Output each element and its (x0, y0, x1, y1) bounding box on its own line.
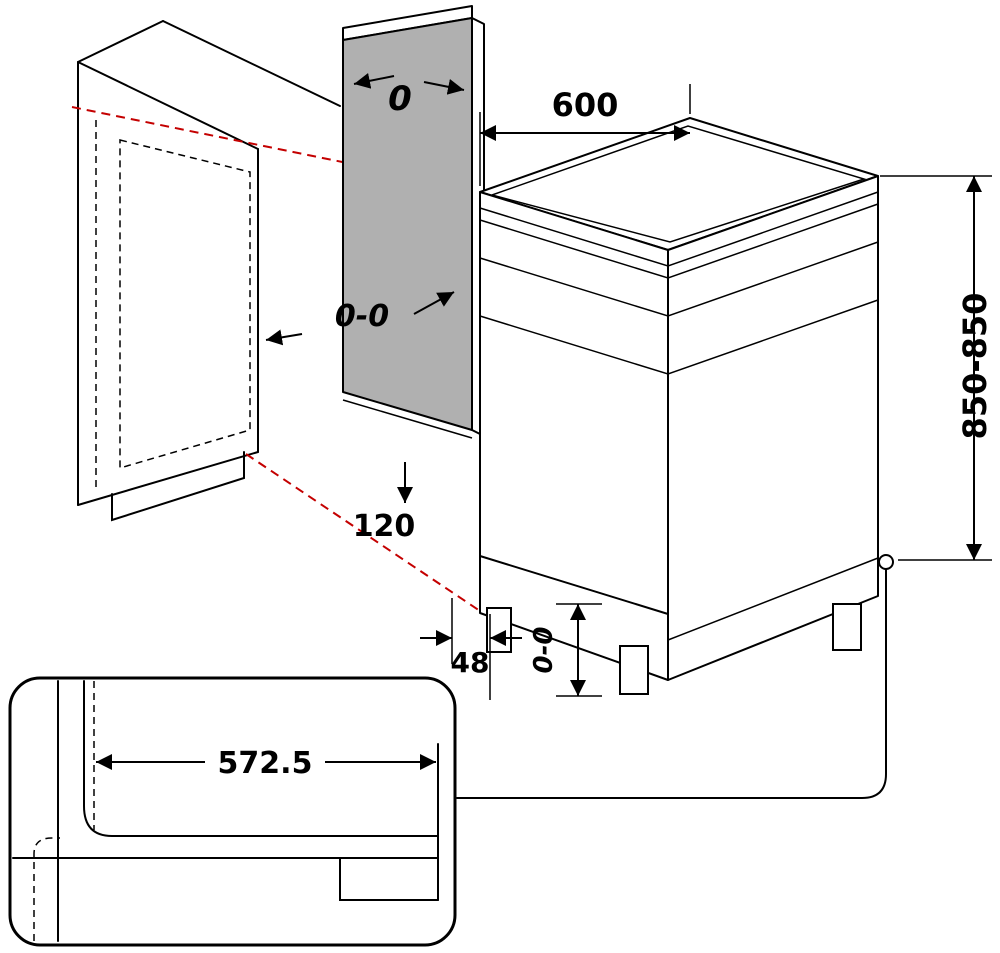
dimension-width: 600 (479, 84, 691, 186)
panel-gap-side-label: 0-0 (335, 299, 389, 334)
dimension-foot-offset: 48 (420, 598, 522, 700)
dimension-leveling: 0-0 (529, 603, 602, 697)
rear-foot (832, 603, 862, 651)
cabinet-toe-kick (111, 451, 245, 522)
door-inner-edge-and-base (83, 680, 439, 837)
door-bottom-edge (479, 555, 669, 615)
worktop-rim-line-1 (479, 191, 879, 267)
plinth-hidden-edge (33, 837, 60, 941)
bottom-alignment-guide (245, 453, 481, 612)
cabinet-top-back-edge (77, 20, 164, 63)
detail-leader-line (456, 568, 887, 799)
dishwasher-top-lip (489, 125, 867, 243)
cabinet-face-top-edge (77, 61, 259, 150)
panel-gap-arrow-right (423, 79, 465, 95)
front-right-foot (619, 645, 649, 695)
cabinet-counter-edge (162, 20, 341, 107)
foot-offset-label: 48 (451, 646, 490, 679)
dimension-plinth: 120 (353, 462, 416, 544)
plinth-dimension-label: 120 (353, 509, 416, 544)
side-plinth-line (667, 557, 879, 641)
cabinet-wall-pointer-arrow (265, 329, 303, 346)
niche-side-panel: 0 0-0 (335, 5, 485, 439)
dishwasher-front-face (479, 191, 669, 681)
control-panel-line-2 (479, 299, 879, 375)
control-panel-line-1 (479, 241, 879, 317)
panel-surface-arrow (413, 291, 455, 315)
detail-reference-marker (878, 554, 894, 570)
depth-dimension-label: 572.5 (218, 746, 313, 781)
depth-detail-inset: 572.5 (8, 676, 457, 947)
height-dimension-label: 850-850 (956, 293, 994, 440)
width-dimension-label: 600 (552, 86, 619, 124)
panel-bottom-thickness (342, 399, 473, 439)
panel-gap-arrow-left (353, 73, 395, 89)
dimension-height: 850-850 (880, 175, 994, 561)
cabinet-bottom-edge (77, 451, 259, 506)
leveling-dimension-label: 0-0 (529, 627, 559, 674)
inset-frame (8, 676, 457, 947)
dishwasher (479, 117, 894, 695)
dishwasher-side-face (667, 175, 879, 681)
kitchen-cabinet (77, 20, 341, 522)
cabinet-hidden-edges (119, 139, 251, 470)
base-step (339, 857, 439, 901)
panel-gap-top-label: 0 (388, 79, 412, 119)
worktop-rim-line-2 (479, 203, 879, 279)
